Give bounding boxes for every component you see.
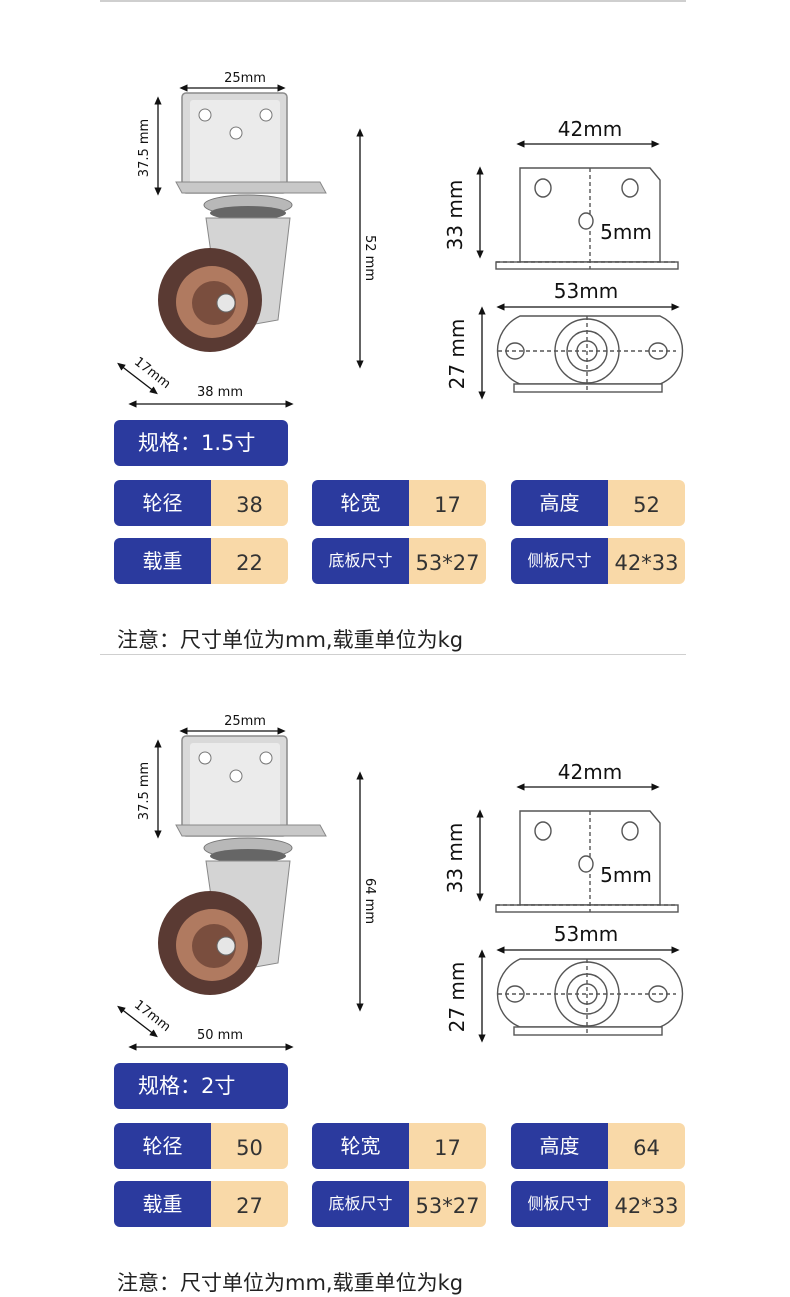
- units-note: 注意：尺寸单位为mm,载重单位为kg: [117, 1271, 464, 1295]
- caster-photo: [158, 735, 327, 995]
- side-height-label: 33 mm: [443, 823, 467, 894]
- hole-size-label: 5mm: [600, 220, 652, 244]
- top-width-label: 25mm: [224, 71, 266, 86]
- total-height-label: 52 mm: [362, 235, 377, 281]
- spec-label: 轮径: [114, 1123, 211, 1169]
- base-plate-drawing: [496, 315, 684, 393]
- spec-value: 17: [409, 480, 486, 526]
- side-width-label: 42mm: [558, 760, 622, 784]
- side-width-label: 42mm: [558, 117, 622, 141]
- spec-section-2: 25mm 37.5 mm 64 mm 17mm 50 mm 42mm 33 mm…: [0, 643, 790, 1295]
- bracket-height-label: 37.5 mm: [137, 119, 152, 177]
- spec-label: 轮径: [114, 480, 211, 526]
- spec-size-badge: 规格：2寸: [114, 1063, 288, 1109]
- spec-value: 50: [211, 1123, 288, 1169]
- base-height-label: 27 mm: [445, 962, 469, 1033]
- spec-label: 高度: [511, 1123, 608, 1169]
- spec-value: 42*33: [608, 538, 685, 584]
- base-height-label: 27 mm: [445, 319, 469, 390]
- caster-photo: [158, 92, 327, 352]
- spec-label: 载重: [114, 538, 211, 584]
- section-divider: [100, 654, 686, 655]
- total-height-label: 64 mm: [362, 878, 377, 924]
- spec-label: 轮宽: [312, 480, 409, 526]
- bracket-height-label: 37.5 mm: [137, 762, 152, 820]
- spec-label: 底板尺寸: [312, 1181, 409, 1227]
- caster-drawing: 25mm 37.5 mm 64 mm 17mm 50 mm 42mm 33 mm…: [117, 714, 684, 1051]
- spec-value: 53*27: [409, 538, 486, 584]
- spec-label: 侧板尺寸: [511, 538, 608, 584]
- spec-size-badge: 规格：1.5寸: [114, 420, 288, 466]
- base-width-label: 53mm: [554, 922, 618, 946]
- spec-value: 38: [211, 480, 288, 526]
- spec-value: 22: [211, 538, 288, 584]
- hole-size-label: 5mm: [600, 863, 652, 887]
- spec-value: 27: [211, 1181, 288, 1227]
- side-height-label: 33 mm: [443, 180, 467, 251]
- spec-label: 载重: [114, 1181, 211, 1227]
- spec-label: 轮宽: [312, 1123, 409, 1169]
- spec-value: 17: [409, 1123, 486, 1169]
- spec-section-1: 25mm 37.5 mm 52 mm 17mm 38 mm 42mm 33 mm…: [0, 0, 790, 652]
- side-plate-drawing: [495, 810, 679, 913]
- side-plate-drawing: [495, 167, 679, 270]
- spec-value: 42*33: [608, 1181, 685, 1227]
- wheel-diameter-label: 38 mm: [197, 385, 243, 400]
- spec-label: 侧板尺寸: [511, 1181, 608, 1227]
- wheel-width-label: 17mm: [131, 354, 173, 392]
- spec-value: 52: [608, 480, 685, 526]
- spec-value: 64: [608, 1123, 685, 1169]
- base-plate-drawing: [496, 958, 684, 1036]
- wheel-width-label: 17mm: [131, 997, 173, 1035]
- wheel-diameter-label: 50 mm: [197, 1028, 243, 1043]
- caster-drawing: 25mm 37.5 mm 52 mm 17mm 38 mm 42mm 33 mm…: [117, 71, 684, 408]
- top-width-label: 25mm: [224, 714, 266, 729]
- top-rule: [100, 0, 686, 2]
- base-width-label: 53mm: [554, 279, 618, 303]
- spec-label: 底板尺寸: [312, 538, 409, 584]
- spec-value: 53*27: [409, 1181, 486, 1227]
- units-note: 注意：尺寸单位为mm,载重单位为kg: [117, 628, 464, 652]
- spec-label: 高度: [511, 480, 608, 526]
